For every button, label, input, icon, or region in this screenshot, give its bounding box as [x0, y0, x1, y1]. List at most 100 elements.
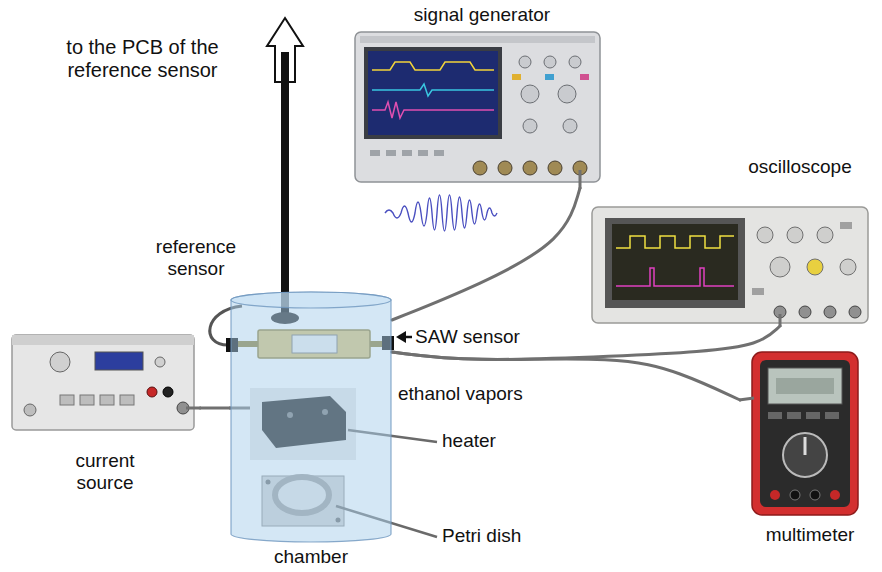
button	[752, 288, 764, 295]
screen	[612, 224, 738, 300]
device-face	[760, 360, 850, 507]
device-strip	[12, 335, 194, 345]
button	[402, 150, 412, 156]
bnc-connector	[849, 306, 861, 318]
button	[787, 412, 801, 419]
display-digits	[776, 378, 834, 394]
node-caption: chamber	[230, 546, 392, 568]
button	[60, 395, 74, 405]
sensor-rod	[281, 52, 289, 318]
bnc-connector	[548, 161, 562, 175]
device-body	[592, 207, 868, 323]
jack	[830, 490, 840, 500]
jack	[770, 490, 780, 500]
signal-cable	[392, 188, 580, 320]
knob	[523, 119, 537, 133]
knob	[519, 56, 531, 68]
pointer-arrowhead	[396, 331, 406, 343]
instrument-caption-box: multimeter	[740, 348, 880, 554]
node-caption: multimeter	[740, 524, 880, 546]
knob	[757, 227, 773, 243]
knob	[563, 119, 577, 133]
button	[370, 150, 380, 156]
knob	[770, 257, 790, 277]
part-label: to the PCB of the reference sensor	[40, 36, 245, 82]
knob	[807, 259, 823, 275]
button	[386, 150, 396, 156]
button	[840, 222, 852, 229]
knob	[155, 357, 165, 367]
knob	[558, 85, 576, 103]
node-caption: signal generator	[382, 4, 582, 26]
device-strip	[360, 36, 595, 43]
jack	[810, 490, 820, 500]
cable-stub	[579, 170, 582, 189]
knob	[840, 259, 856, 275]
screen-bezel	[605, 218, 745, 308]
knob	[569, 56, 581, 68]
trace	[372, 84, 494, 96]
instrument-caption-box: signal generator	[350, 2, 605, 188]
bnc-connector	[498, 161, 512, 175]
chamber-outline	[230, 290, 392, 569]
signal-generator-device	[355, 32, 600, 189]
device-body	[12, 335, 194, 430]
chamber-lid	[231, 292, 391, 308]
part-label: SAW sensor	[415, 326, 520, 348]
chirp-waveform	[385, 195, 497, 231]
instrument-caption-box: current source	[8, 330, 200, 502]
signal-cable	[200, 407, 230, 410]
signal-cable	[392, 326, 780, 359]
knob	[521, 85, 539, 103]
instrument-caption-box: oscilloscope	[590, 152, 878, 326]
button	[100, 395, 114, 405]
node-caption: oscilloscope	[720, 156, 880, 178]
trace	[372, 102, 494, 118]
current-source-device	[12, 335, 201, 430]
oscilloscope-device	[592, 207, 868, 327]
terminal	[163, 387, 173, 397]
part-label: Petri dish	[442, 525, 521, 547]
button	[120, 395, 134, 405]
trace	[616, 236, 734, 248]
selector-dial	[783, 433, 827, 477]
switch	[24, 404, 36, 416]
bnc-connector	[799, 306, 811, 318]
button	[580, 74, 589, 80]
knob	[787, 227, 803, 243]
terminal	[147, 387, 157, 397]
chamber-body	[231, 292, 391, 542]
display	[95, 352, 143, 370]
node-caption: current source	[60, 450, 150, 494]
knob	[544, 56, 556, 68]
button	[80, 395, 94, 405]
trace	[372, 62, 494, 70]
part-label: reference sensor	[140, 236, 252, 280]
button	[418, 150, 428, 156]
part-label: ethanol vapors	[398, 383, 523, 405]
jack	[790, 490, 800, 500]
pointer-arrow	[405, 336, 412, 339]
chamber-cylinder: chamber	[230, 290, 392, 570]
screen-bezel	[364, 47, 502, 139]
button	[768, 412, 782, 419]
button	[545, 74, 554, 80]
part-label: heater	[442, 430, 496, 452]
device-body	[752, 352, 858, 515]
button	[806, 412, 820, 419]
button	[434, 150, 444, 156]
dial-pointer	[804, 437, 807, 455]
screen	[368, 51, 498, 135]
button	[512, 74, 521, 80]
display	[768, 368, 842, 404]
device-body	[355, 32, 600, 182]
knob	[817, 227, 833, 243]
knob	[50, 352, 70, 372]
multimeter-device	[739, 352, 858, 515]
trace	[616, 268, 734, 286]
bnc-connector	[473, 161, 487, 175]
bnc-connector	[523, 161, 537, 175]
bnc-connector	[824, 306, 836, 318]
button	[825, 412, 839, 419]
